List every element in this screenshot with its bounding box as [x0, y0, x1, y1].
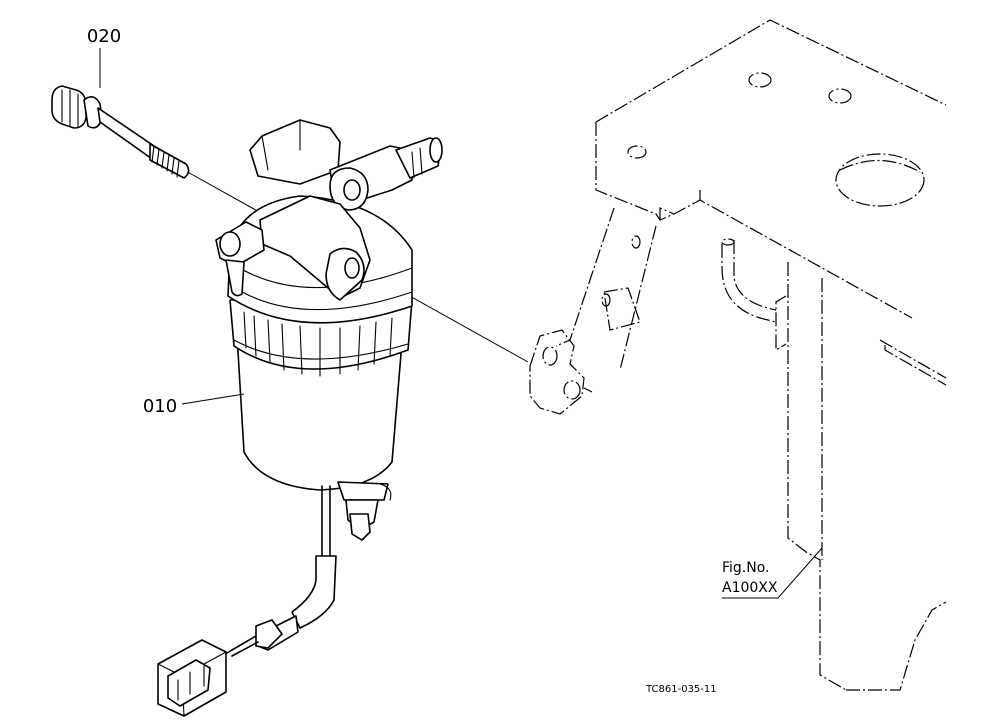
leader-010 [181, 393, 245, 405]
figure-reference-line1: Fig.No. [722, 560, 770, 576]
fuel-filter-010 [157, 119, 443, 717]
callout-010-label: 010 [143, 396, 177, 417]
leader-figure-reference [722, 547, 823, 599]
callout-020-label: 020 [87, 26, 121, 47]
bolt-020 [51, 85, 190, 179]
drawing-code: TC861-035-11 [645, 684, 717, 695]
mounting-frame-phantom [529, 19, 947, 691]
figure-reference-line2: A100XX [722, 580, 778, 596]
